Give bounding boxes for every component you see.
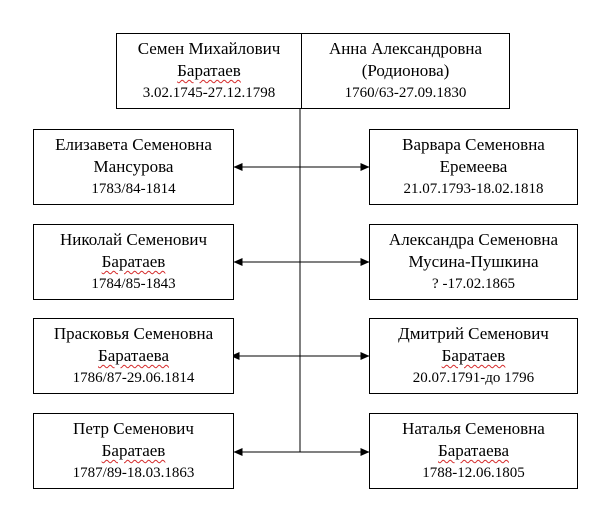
child-dates: 1787/89-18.03.1863 [72, 465, 195, 481]
child-box-aleksandra: Александра Семеновна Мусина-Пушкина ? -1… [369, 224, 578, 300]
father-name: Семен Михайлович [137, 39, 281, 58]
child-name: Наталья Семеновна [402, 419, 545, 438]
mother-box: Анна Александровна (Родионова) 1760/63-2… [301, 33, 510, 109]
mother-dates: 1760/63-27.09.1830 [344, 85, 467, 101]
child-name: Петр Семенович [73, 419, 194, 438]
child-surname: Еремеева [439, 157, 508, 176]
child-name: Елизавета Семеновна [55, 135, 212, 154]
child-box-varvara: Варвара Семеновна Еремеева 21.07.1793-18… [369, 129, 578, 205]
child-dates: 20.07.1791-до 1796 [412, 370, 535, 386]
child-box-elizaveta: Елизавета Семеновна Мансурова 1783/84-18… [33, 129, 234, 205]
child-dates: 21.07.1793-18.02.1818 [403, 181, 544, 197]
child-name: Варвара Семеновна [402, 135, 545, 154]
child-name: Прасковья Семеновна [53, 324, 214, 343]
child-dates: ? -17.02.1865 [432, 276, 515, 292]
child-dates: 1784/85-1843 [91, 276, 176, 292]
child-box-petr: Петр Семенович Баратаев 1787/89-18.03.18… [33, 413, 234, 489]
child-dates: 1786/87-29.06.1814 [72, 370, 195, 386]
child-surname: Баратаев [101, 252, 166, 271]
child-dates: 1783/84-1814 [91, 181, 176, 197]
child-name: Александра Семеновна [388, 230, 559, 249]
child-surname: Мансурова [93, 157, 174, 176]
child-dates: 1788-12.06.1805 [422, 465, 525, 481]
child-name: Дмитрий Семенович [398, 324, 549, 343]
father-dates: 3.02.1745-27.12.1798 [142, 85, 276, 101]
father-box: Семен Михайлович Баратаев 3.02.1745-27.1… [116, 33, 302, 109]
mother-maiden-name: (Родионова) [361, 61, 450, 80]
child-box-praskovya: Прасковья Семеновна Баратаева 1786/87-29… [33, 318, 234, 394]
child-surname: Баратаев [441, 346, 506, 365]
child-box-nikolai: Николай Семенович Баратаев 1784/85-1843 [33, 224, 234, 300]
child-name: Николай Семенович [59, 230, 208, 249]
child-box-dmitry: Дмитрий Семенович Баратаев 20.07.1791-до… [369, 318, 578, 394]
child-surname: Мусина-Пушкина [408, 252, 539, 271]
father-surname: Баратаев [177, 61, 241, 80]
child-surname: Баратаева [98, 346, 169, 365]
child-surname: Баратаева [438, 441, 509, 460]
child-box-natalya: Наталья Семеновна Баратаева 1788-12.06.1… [369, 413, 578, 489]
mother-name: Анна Александровна [328, 39, 483, 58]
child-surname: Баратаев [101, 441, 166, 460]
